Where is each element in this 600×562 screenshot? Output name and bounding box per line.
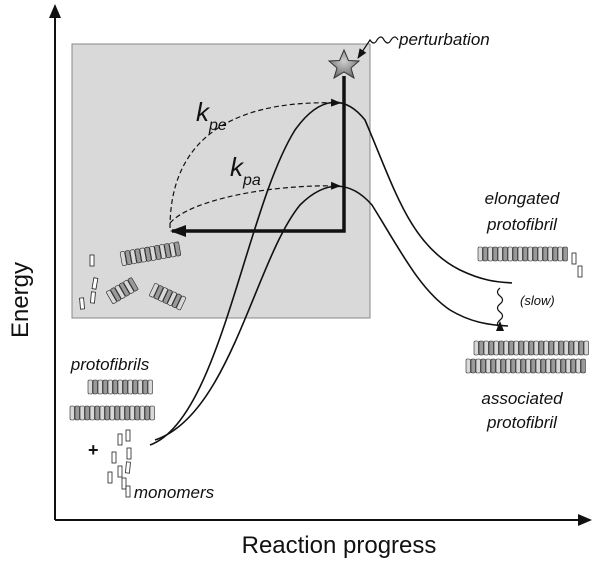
associated-label-line1: associated xyxy=(481,389,563,408)
associated-label-line2: protofibril xyxy=(486,413,558,432)
associated-protofibril xyxy=(473,340,589,356)
elongated-label-line2: protofibril xyxy=(486,215,558,234)
monomers-label: monomers xyxy=(134,483,215,502)
associated-protofibril xyxy=(465,358,586,374)
k-pe-symbol: k xyxy=(196,97,211,127)
perturbation-region xyxy=(71,43,371,319)
monomer xyxy=(577,265,583,278)
perturbation-squiggle xyxy=(357,36,399,59)
protofibrils-label: protofibrils xyxy=(70,355,150,374)
energy-curve-lower xyxy=(154,185,509,441)
k-pe-dashed-arrow xyxy=(169,98,341,229)
right-fibrils xyxy=(465,246,589,374)
elongated-protofibril xyxy=(477,246,568,262)
fibril-in-box xyxy=(149,283,187,311)
monomers-cluster xyxy=(107,429,132,498)
k-pe-subscript: pe xyxy=(208,117,227,134)
star-icon xyxy=(327,48,361,80)
slow-label: (slow) xyxy=(520,293,555,308)
fibril-in-box xyxy=(106,277,139,304)
monomer xyxy=(125,429,131,442)
monomer-in-box xyxy=(89,254,95,267)
plus-sign: + xyxy=(88,440,99,460)
fibril-in-box xyxy=(119,241,182,266)
monomer xyxy=(111,451,117,464)
fibrils-in-box xyxy=(79,241,187,311)
protofibril xyxy=(87,379,153,395)
k-pa-subscript: pa xyxy=(242,172,261,189)
monomer xyxy=(126,447,132,460)
protofibril xyxy=(69,405,155,421)
svg-text:kpa: kpa xyxy=(230,152,261,189)
perturbation-path xyxy=(170,76,346,237)
monomer-in-box xyxy=(79,297,85,310)
monomer xyxy=(571,252,577,265)
monomer-in-box xyxy=(91,277,99,290)
monomer-in-box xyxy=(90,291,96,304)
k-pa-symbol: k xyxy=(230,152,245,182)
monomer xyxy=(121,477,127,490)
monomer xyxy=(125,485,131,498)
perturbation-label: perturbation xyxy=(398,30,490,49)
k-pa-dashed-arrow xyxy=(169,181,341,224)
x-axis-label: Reaction progress xyxy=(242,532,437,559)
monomer xyxy=(117,465,123,478)
elongated-label-line1: elongated xyxy=(485,189,560,208)
y-axis-label: Energy xyxy=(7,262,34,338)
slow-transition-arrow xyxy=(496,287,504,331)
protofibrils-stack xyxy=(69,379,155,421)
monomer xyxy=(107,471,113,484)
monomer xyxy=(125,461,131,474)
svg-text:kpe: kpe xyxy=(196,97,227,134)
monomer xyxy=(117,433,123,446)
